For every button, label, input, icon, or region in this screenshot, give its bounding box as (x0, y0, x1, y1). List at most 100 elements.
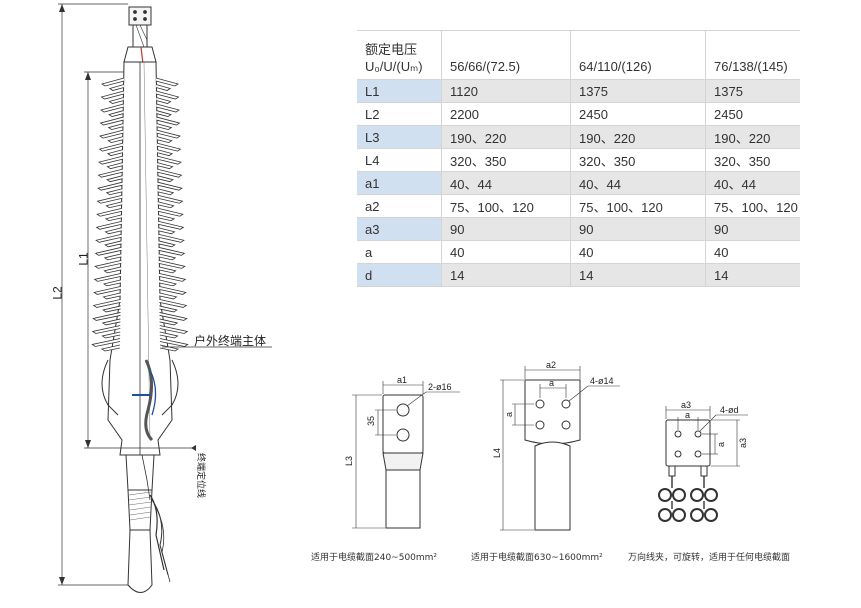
insulator-shed (158, 227, 176, 235)
table-cell: 40 (570, 240, 706, 264)
insulator-shed (96, 194, 123, 204)
insulator-shed (159, 285, 187, 295)
insulator-shed (100, 90, 124, 100)
insulator-shed (105, 188, 123, 196)
insulator-shed (157, 181, 183, 191)
insulator-shed (94, 246, 122, 256)
insulator-shed (156, 103, 180, 113)
insulator-shed (107, 136, 124, 144)
table-cell: 40 (705, 240, 800, 264)
spec-table: 额定电压 U₀/U/(Uₘ) 56/66/(72.5) 64/110/(126)… (357, 30, 800, 287)
terminal-position-line-label: 终端定位线 (195, 453, 205, 499)
lug-2-drawing (500, 366, 620, 531)
insulator-shed (156, 149, 174, 157)
insulator-shed (157, 188, 175, 196)
table-cell: 320、350 (570, 148, 706, 172)
lug1-hole-label: 2-ø16 (428, 382, 452, 392)
table-cell: 320、350 (705, 148, 800, 172)
table-cell: 75、100、120 (705, 194, 800, 218)
insulator-shed (158, 246, 186, 256)
table-cell: 75、100、120 (441, 194, 571, 218)
insulator-shed (94, 259, 122, 269)
lug3-width-label: a3 (681, 400, 691, 410)
table-cell: 90 (570, 217, 706, 241)
insulator-shed (158, 220, 185, 230)
lug2-pitch-label: a (549, 378, 554, 388)
insulator-shed (100, 344, 121, 352)
insulator-shed (104, 214, 123, 222)
table-cell: 2200 (441, 102, 571, 126)
insulator-shed (156, 90, 180, 100)
insulator-shed (156, 142, 182, 152)
insulator-shed (102, 292, 121, 300)
table-cell: 40、44 (570, 171, 706, 195)
outdoor-terminal-drawing (58, 3, 272, 593)
lug3-hole-label: 4-ød (720, 405, 739, 415)
insulator-shed (157, 168, 183, 178)
table-cell: 14 (570, 263, 706, 287)
table-cell: 40、44 (705, 171, 800, 195)
table-cell: 1375 (705, 79, 800, 103)
insulator-shed (156, 110, 172, 117)
insulator-shed (91, 325, 121, 334)
insulator-shed (92, 312, 121, 321)
insulator-shed (104, 227, 122, 235)
insulator-shed (99, 116, 124, 126)
table-cell: 14 (441, 263, 571, 287)
insulator-shed (158, 279, 178, 287)
insulator-shed (157, 155, 182, 165)
lug1-length-label: L3 (344, 456, 354, 466)
insulator-shed (104, 240, 122, 248)
insulator-shed (157, 214, 176, 222)
lug1-spacing-label: 35 (366, 416, 376, 426)
insulator-shed (158, 266, 177, 274)
l1-dimension-label: L1 (76, 252, 91, 266)
row-label: a2 (357, 194, 442, 218)
insulator-shed (106, 162, 123, 170)
insulator-shed (93, 285, 121, 295)
lug-3-drawing (658, 406, 748, 522)
insulator-shed (156, 116, 181, 126)
insulator-shed (107, 123, 124, 131)
insulator-shed (97, 168, 123, 178)
insulator-shed (159, 318, 179, 326)
insulator-shed (158, 233, 185, 243)
row-label: a1 (357, 171, 442, 195)
insulator-shed (156, 97, 172, 104)
table-cell: 2450 (570, 102, 706, 126)
insulator-shed (95, 233, 122, 243)
insulator-shed (159, 325, 189, 334)
header-param-line-1: 额定电压 (365, 42, 418, 57)
lug1-caption: 适用于电缆截面240~500mm² (311, 553, 438, 563)
l2-dimension-label: L2 (50, 286, 65, 300)
insulator-shed (95, 220, 122, 230)
row-label: L3 (357, 125, 442, 149)
table-cell: 190、220 (441, 125, 571, 149)
insulator-shed (158, 240, 176, 248)
insulator-shed (101, 77, 125, 87)
insulator-shed (91, 338, 121, 347)
row-label: a3 (357, 217, 442, 241)
insulator-shed (155, 84, 172, 91)
table-cell: 40、44 (441, 171, 571, 195)
insulator-shed (108, 97, 124, 104)
insulator-shed (156, 123, 173, 131)
insulator-shed (159, 292, 178, 300)
insulator-shed (159, 299, 188, 308)
lug3-caption: 万向线夹，可旋转，适用于任何电缆截面 (628, 553, 791, 563)
lug2-width-label: a2 (546, 360, 556, 370)
insulator-shed (108, 84, 125, 91)
lug2-pitch-v-label: a (504, 412, 514, 417)
insulator-shed (158, 259, 186, 269)
table-cell: 90 (705, 217, 800, 241)
row-label: L2 (357, 102, 442, 126)
insulator-shed (159, 338, 189, 347)
terminal-body-label: 户外终端主体 (194, 334, 267, 348)
insulator-shed (159, 312, 188, 321)
table-cell: 2450 (705, 102, 800, 126)
table-header-row: 额定电压 U₀/U/(Uₘ) 56/66/(72.5) 64/110/(126)… (357, 30, 800, 80)
